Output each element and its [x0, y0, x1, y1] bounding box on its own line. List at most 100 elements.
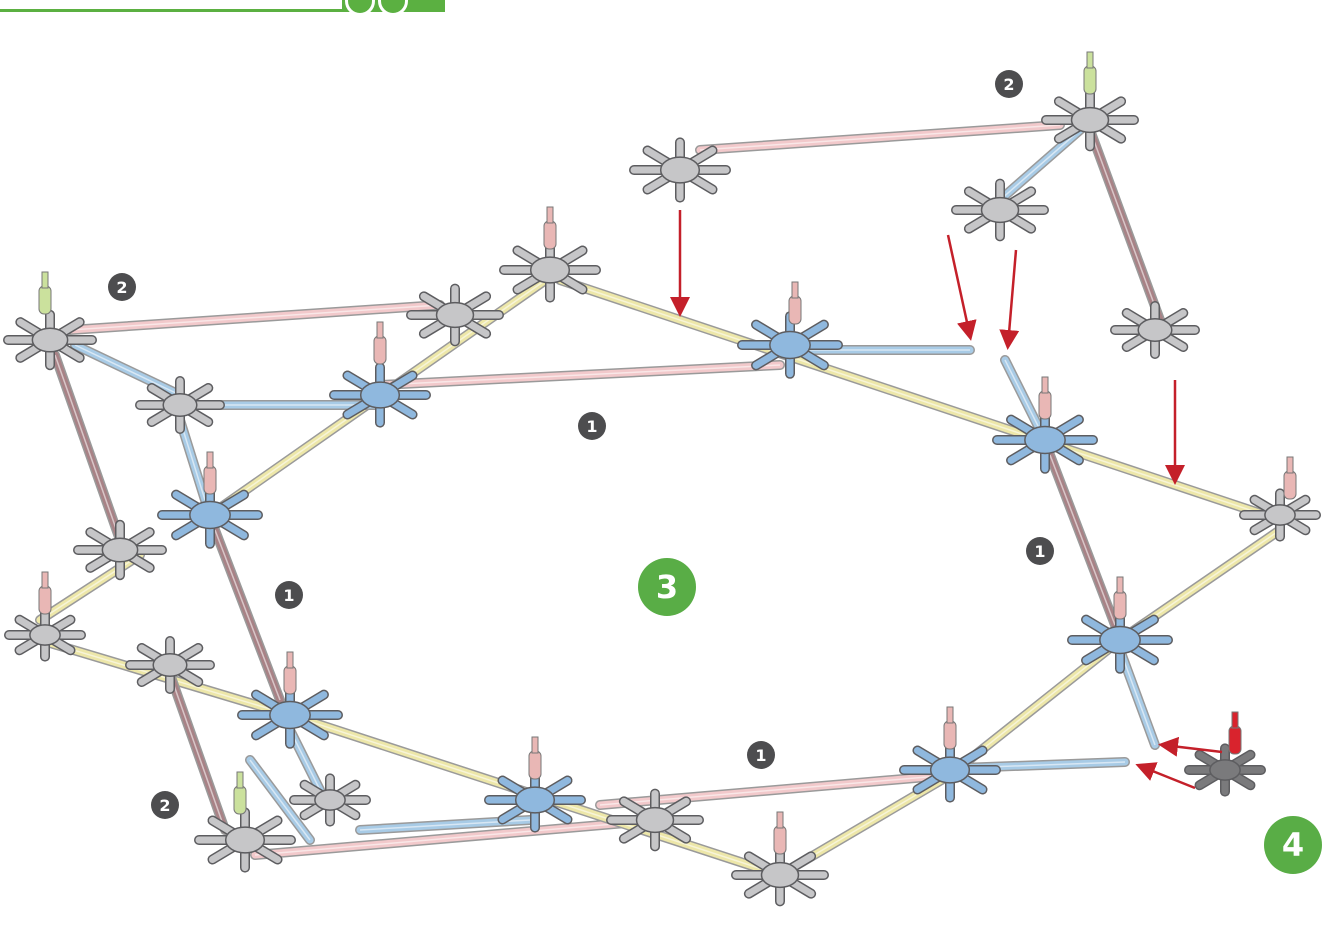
knex-rod-icon — [214, 529, 281, 701]
end-cap — [1283, 470, 1297, 500]
end-cap-neck — [546, 206, 554, 224]
knex-connector-icon — [1110, 301, 1200, 359]
end-cap-neck — [1286, 456, 1294, 474]
callout-1: 1 — [275, 581, 303, 609]
arrows-layer — [670, 210, 1223, 790]
knex-rod-icon — [1039, 439, 1281, 521]
knex-rod-icon — [1004, 359, 1041, 431]
progress-strip — [0, 0, 445, 16]
end-cap-neck — [531, 736, 539, 754]
knex-connector-icon — [992, 406, 1098, 474]
end-cap — [1228, 725, 1242, 755]
connector-hub — [769, 330, 811, 360]
connector-hub — [1209, 759, 1241, 781]
end-cap — [1113, 590, 1127, 620]
end-cap — [543, 220, 557, 250]
step-number-3: 3 — [638, 558, 696, 616]
assembly-arrow-icon — [1135, 762, 1196, 790]
connector-hub — [31, 327, 69, 353]
knex-connector-icon — [737, 311, 843, 379]
callout-1: 1 — [1026, 537, 1054, 565]
connector-hub — [1099, 625, 1141, 655]
connector-hub — [269, 700, 311, 730]
connector-hub — [152, 653, 188, 677]
knex-rod-icon — [54, 354, 121, 541]
connector-hub — [101, 537, 139, 563]
knex-connector-icon — [1239, 488, 1321, 542]
knex-rod-icon — [559, 279, 1041, 441]
callout-1: 1 — [578, 412, 606, 440]
end-cap-neck — [776, 811, 784, 829]
knex-rod-icon — [74, 344, 181, 396]
end-cap-neck — [41, 271, 49, 289]
knex-connector-icon — [329, 362, 431, 428]
end-cap-neck — [236, 771, 244, 789]
end-cap — [773, 825, 787, 855]
knex-rod-icon — [254, 819, 661, 856]
knex-connector-icon — [899, 737, 1001, 803]
knex-connector-icon — [951, 178, 1049, 242]
assembly-arrow-icon — [946, 234, 977, 341]
assembly-arrow-icon — [999, 249, 1020, 350]
callout-2: 2 — [108, 273, 136, 301]
end-cap-neck — [1086, 51, 1094, 69]
end-cap-neck — [41, 571, 49, 589]
knex-rod-icon — [1119, 649, 1156, 746]
connector-hub — [529, 256, 571, 284]
assembly-arrow-icon — [1158, 736, 1223, 757]
knex-connector-icon — [237, 681, 343, 749]
connector-hub — [1264, 504, 1296, 526]
knex-connector-icon — [73, 519, 167, 581]
end-cap — [233, 785, 247, 815]
end-cap-neck — [1116, 576, 1124, 594]
step-number-4: 4 — [1264, 816, 1322, 874]
end-cap-neck — [286, 651, 294, 669]
knex-connector-icon — [499, 237, 601, 303]
knex-connector-icon — [606, 788, 704, 852]
knex-connector-icon — [289, 773, 371, 827]
knex-connector-icon — [731, 843, 829, 907]
knex-rod-icon — [1049, 454, 1116, 626]
knex-rod-icon — [999, 129, 1081, 201]
connector-hub — [1137, 318, 1173, 342]
connector-hub — [659, 156, 701, 184]
knex-connector-icon — [484, 767, 586, 833]
knex-connector-icon — [406, 283, 504, 347]
connector-hub — [435, 301, 475, 329]
knex-rod-icon — [179, 419, 206, 501]
knex-rod-icon — [69, 304, 441, 331]
end-cap — [1083, 65, 1097, 95]
end-cap-neck — [791, 281, 799, 299]
connector-hub — [162, 393, 198, 417]
connector-hub — [1024, 425, 1066, 455]
connector-hub — [635, 806, 675, 834]
knex-connector-icon — [157, 481, 263, 549]
callout-2: 2 — [995, 70, 1023, 98]
end-cap — [38, 585, 52, 615]
knex-connector-icon — [1067, 606, 1173, 674]
callout-1: 1 — [747, 741, 775, 769]
knex-connector-icon — [4, 608, 86, 662]
connector-hub — [980, 196, 1020, 224]
connector-hub — [314, 789, 346, 811]
knex-connector-icon — [125, 636, 215, 694]
connector-hub — [224, 826, 266, 854]
knex-rod-icon — [699, 124, 1061, 151]
knex-connector-icon — [194, 807, 296, 873]
knex-connector-icon — [135, 376, 225, 434]
knex-rod-icon — [249, 759, 311, 841]
knex-rod-icon — [289, 714, 521, 791]
knex-connector-icon — [3, 309, 97, 371]
connector-hub — [1070, 106, 1110, 134]
knex-connector-icon — [1041, 88, 1139, 152]
end-cap — [203, 465, 217, 495]
connector-hub — [189, 500, 231, 530]
end-cap — [373, 335, 387, 365]
knex-connector-icon — [629, 137, 731, 203]
end-cap — [943, 720, 957, 750]
end-cap-neck — [206, 451, 214, 469]
knex-rod-icon — [1089, 129, 1161, 321]
end-cap-neck — [1041, 376, 1049, 394]
